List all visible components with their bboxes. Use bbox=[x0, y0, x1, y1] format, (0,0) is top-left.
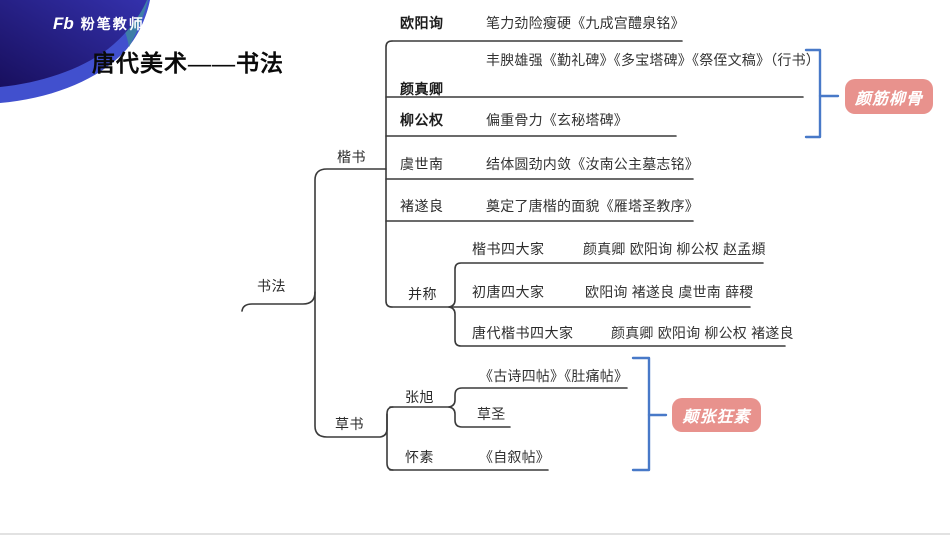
badge-dianzhang-kuangsu: 颠张狂素 bbox=[672, 398, 761, 432]
node-yanzhenqing: 颜真卿 bbox=[400, 81, 444, 97]
desc-yanzhenqing: 丰腴雄强《勤礼碑》《多宝塔碑》《祭侄文稿》（行书） bbox=[486, 52, 820, 68]
node-chusuiliang: 褚遂良 bbox=[400, 198, 444, 214]
branch-node-kaishu: 楷书 bbox=[337, 149, 366, 165]
caoshu-children-trunk bbox=[386, 406, 394, 471]
desc-liugongquan: 偏重骨力《玄秘塔碑》 bbox=[486, 112, 628, 128]
zhangxu-branch-up bbox=[448, 387, 628, 408]
brand-logo-text: 粉笔教师 bbox=[80, 16, 145, 32]
desc-chusuiliang: 奠定了唐楷的面貌《雁塔圣教序》 bbox=[486, 198, 699, 214]
desc-yushinan: 结体圆劲内敛《汝南公主墓志铭》 bbox=[486, 156, 699, 172]
node-bingcheng: 并称 bbox=[408, 286, 437, 302]
node-zhangxu: 张旭 bbox=[405, 389, 434, 405]
brand-logo: Fb 粉笔教师 bbox=[53, 14, 145, 34]
node-liugongquan: 柳公权 bbox=[400, 112, 444, 128]
desc-ouyangxun: 笔力劲险瘦硬《九成宫醴泉铭》 bbox=[486, 15, 685, 31]
kaishu-children-trunk bbox=[385, 40, 393, 308]
group-label-kaishu-sidajia: 楷书四大家 bbox=[472, 241, 545, 257]
epithet-zhangxu-caosheng: 草圣 bbox=[477, 406, 506, 422]
group-names-chutang-sidajia: 欧阳询 褚遂良 虞世南 薛稷 bbox=[585, 284, 754, 300]
node-huaisu: 怀素 bbox=[405, 449, 434, 465]
group-names-tangdai-kaishu-sidajia: 颜真卿 欧阳询 柳公权 褚遂良 bbox=[611, 325, 794, 341]
group-names-kaishu-sidajia: 颜真卿 欧阳询 柳公权 赵孟頫 bbox=[583, 241, 766, 257]
fenbi-logo-icon: Fb bbox=[53, 14, 74, 33]
group-label-chutang-sidajia: 初唐四大家 bbox=[472, 284, 545, 300]
page-title: 唐代美术——书法 bbox=[92, 51, 284, 76]
works-huaisu: 《自叙帖》 bbox=[479, 449, 550, 465]
badge-yanjin-liugu: 颜筋柳骨 bbox=[845, 79, 933, 114]
works-zhangxu: 《古诗四帖》《肚痛帖》 bbox=[479, 368, 629, 384]
bracket-dianzhang-kuangsu bbox=[631, 356, 651, 472]
group-label-tangdai-kaishu-sidajia: 唐代楷书四大家 bbox=[472, 325, 574, 341]
node-ouyangxun: 欧阳询 bbox=[400, 15, 444, 31]
root-node-shufa: 书法 bbox=[257, 278, 286, 294]
node-yushinan: 虞世南 bbox=[400, 156, 444, 172]
branch-node-caoshu: 草书 bbox=[335, 416, 364, 432]
